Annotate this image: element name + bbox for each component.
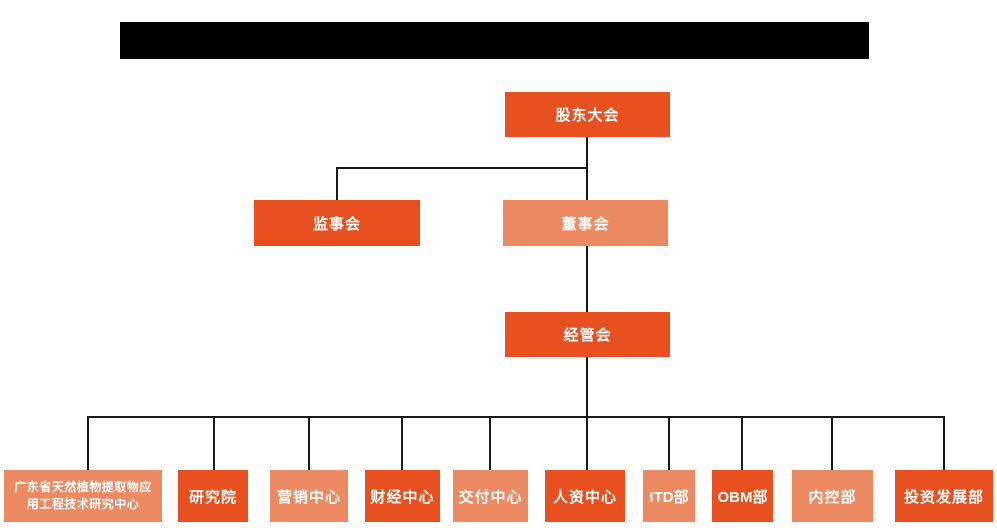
connector-line <box>87 416 945 418</box>
dept-obm: OBM部 <box>712 470 773 522</box>
node-label: ITD部 <box>649 488 689 506</box>
node-label: 投资发展部 <box>903 488 984 506</box>
node-shareholders-meeting: 股东大会 <box>505 92 670 137</box>
node-label: OBM部 <box>717 488 768 506</box>
node-management-committee: 经管会 <box>505 312 670 357</box>
dept-itd: ITD部 <box>643 470 695 522</box>
node-label: 股东大会 <box>555 107 620 124</box>
dept-internal-control: 内控部 <box>792 470 873 522</box>
node-label: 广东省天然植物提取物应用工程技术研究中心 <box>14 480 152 511</box>
node-label: 财经中心 <box>370 488 435 506</box>
node-board-of-directors: 董事会 <box>503 200 668 246</box>
connector-line <box>87 416 89 470</box>
dept-hr-center: 人资中心 <box>545 470 625 522</box>
connector-line <box>401 416 403 470</box>
connector-line <box>586 246 588 312</box>
node-label: 营销中心 <box>276 488 341 506</box>
node-label: 研究院 <box>188 488 237 506</box>
connector-line <box>831 416 833 470</box>
node-label: 人资中心 <box>552 488 617 506</box>
connector-line <box>668 416 670 470</box>
node-label: 经管会 <box>563 327 612 344</box>
redacted-title-bar <box>120 22 869 59</box>
connector-line <box>308 416 310 470</box>
connector-line <box>336 167 588 169</box>
connector-line <box>741 416 743 470</box>
connector-line <box>213 416 215 470</box>
dept-marketing-center: 营销中心 <box>270 470 348 522</box>
dept-finance-center: 财经中心 <box>365 470 440 522</box>
node-label: 董事会 <box>561 215 610 233</box>
dept-research-institute: 研究院 <box>178 470 248 522</box>
dept-research-center: 广东省天然植物提取物应用工程技术研究中心 <box>4 470 162 522</box>
node-label: 监事会 <box>312 215 361 233</box>
connector-line <box>336 167 338 200</box>
connector-line <box>943 416 945 470</box>
dept-investment-development: 投资发展部 <box>895 470 993 522</box>
connector-line <box>489 416 491 470</box>
connector-line <box>586 357 588 470</box>
dept-delivery-center: 交付中心 <box>453 470 528 522</box>
node-label: 内控部 <box>808 488 857 506</box>
node-label: 交付中心 <box>458 488 523 506</box>
node-supervisory-board: 监事会 <box>254 200 420 246</box>
